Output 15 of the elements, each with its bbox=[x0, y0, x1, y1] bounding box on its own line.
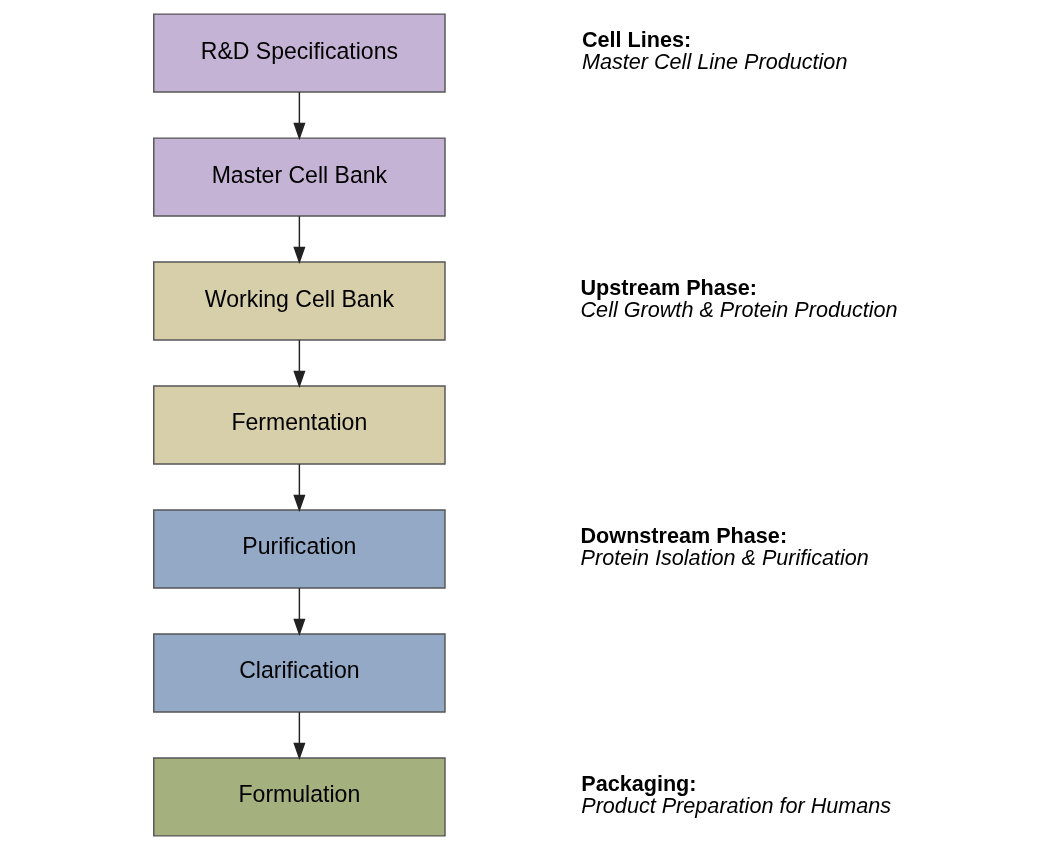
label: Packaging: bbox=[580, 771, 697, 797]
arrow bbox=[292, 91, 305, 141]
node-box: Fermentation bbox=[152, 385, 446, 465]
arrow bbox=[292, 339, 305, 389]
node-box: Master Cell Bank bbox=[152, 137, 446, 217]
node-box: R&D Specifications bbox=[152, 13, 446, 93]
arrow bbox=[292, 587, 305, 637]
arrow bbox=[292, 711, 305, 761]
arrow bbox=[292, 463, 305, 513]
node-box: Working Cell Bank bbox=[152, 261, 446, 341]
label: Upstream Phase: bbox=[580, 275, 757, 301]
node-box: Clarification bbox=[152, 633, 446, 713]
arrow bbox=[292, 215, 305, 265]
node-box: Purification bbox=[152, 509, 446, 589]
node-box: Formulation bbox=[152, 757, 446, 837]
